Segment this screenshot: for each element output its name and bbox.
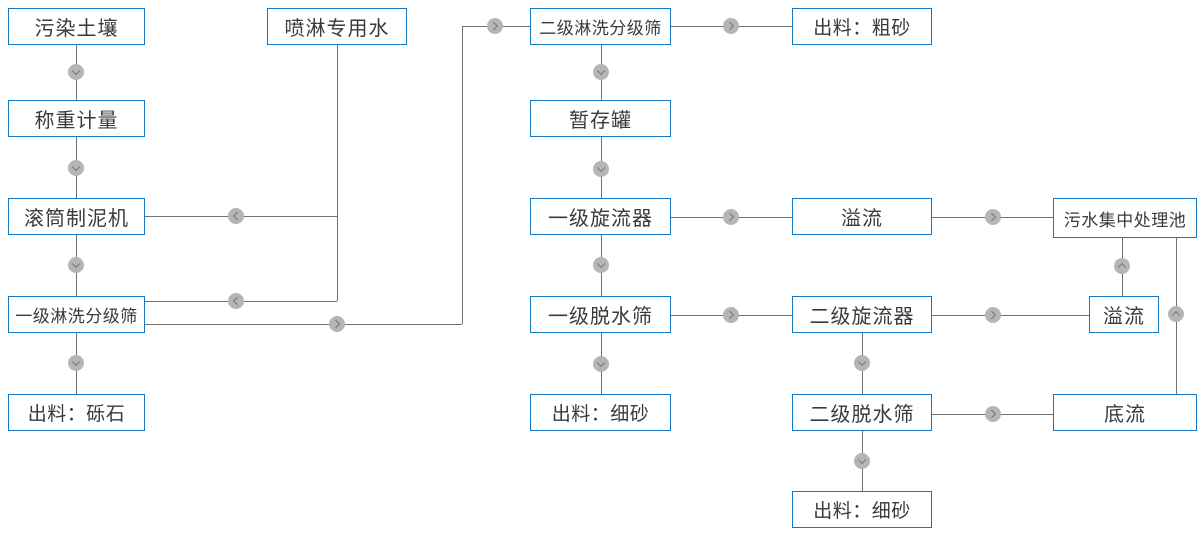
- node-underflow: 底流: [1053, 394, 1197, 431]
- node-output-gravel: 出料：砾石: [8, 394, 145, 431]
- arrow-down-icon: [593, 161, 609, 177]
- node-output-coarse-sand: 出料：粗砂: [792, 8, 932, 45]
- arrow-right-icon: [985, 307, 1001, 323]
- node-secondary-cyclone: 二级旋流器: [792, 296, 932, 333]
- arrow-up-icon: [1168, 306, 1184, 322]
- arrow-down-icon: [68, 64, 84, 80]
- connector-line: [462, 26, 463, 324]
- node-weighing: 称重计量: [8, 100, 145, 137]
- node-contaminated-soil: 污染土壤: [8, 8, 145, 45]
- arrow-down-icon: [854, 355, 870, 371]
- arrow-down-icon: [593, 257, 609, 273]
- arrow-down-icon: [593, 64, 609, 80]
- node-sewage-treatment-pool: 污水集中处理池: [1053, 198, 1197, 238]
- arrow-left-icon: [228, 208, 244, 224]
- node-secondary-wash-screen: 二级淋洗分级筛: [530, 8, 671, 45]
- node-overflow-1: 溢流: [792, 198, 932, 235]
- node-overflow-2: 溢流: [1089, 296, 1159, 333]
- arrow-right-icon: [329, 316, 345, 332]
- connector-line: [145, 324, 462, 325]
- arrow-right-icon: [723, 209, 739, 225]
- node-primary-dewater-screen: 一级脱水筛: [530, 296, 671, 333]
- arrow-right-icon: [985, 406, 1001, 422]
- node-spray-water: 喷淋专用水: [267, 8, 407, 45]
- arrow-right-icon: [985, 209, 1001, 225]
- arrow-up-icon: [1114, 258, 1130, 274]
- connector-line: [337, 45, 338, 301]
- arrow-down-icon: [68, 257, 84, 273]
- node-drum-mud-machine: 滚筒制泥机: [8, 198, 145, 235]
- node-output-fine-sand-1: 出料：细砂: [530, 394, 671, 431]
- node-primary-cyclone: 一级旋流器: [530, 198, 671, 235]
- arrow-down-icon: [593, 356, 609, 372]
- arrow-right-icon: [723, 18, 739, 34]
- arrow-down-icon: [68, 355, 84, 371]
- node-primary-wash-screen: 一级淋洗分级筛: [8, 296, 145, 333]
- arrow-right-icon: [487, 18, 503, 34]
- arrow-down-icon: [854, 453, 870, 469]
- arrow-down-icon: [68, 160, 84, 176]
- arrow-right-icon: [723, 307, 739, 323]
- node-buffer-tank: 暂存罐: [530, 100, 671, 137]
- node-secondary-dewater-screen: 二级脱水筛: [792, 394, 932, 431]
- arrow-left-icon: [228, 293, 244, 309]
- node-output-fine-sand-2: 出料：细砂: [792, 491, 932, 528]
- connector-line: [932, 315, 1089, 316]
